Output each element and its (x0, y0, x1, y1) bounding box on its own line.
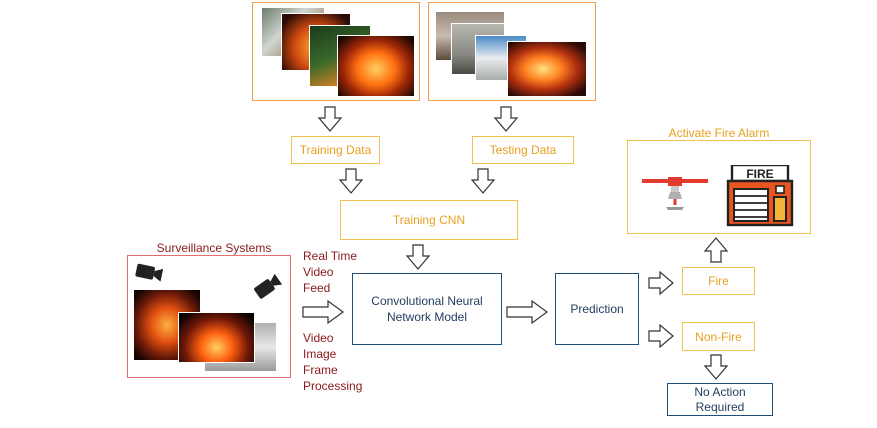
arrow-right-fire (648, 270, 674, 296)
surveillance-panel (127, 255, 291, 378)
arrow-down-testing-images (493, 106, 519, 132)
prediction-label: Prediction (570, 302, 624, 316)
training-images-panel (252, 2, 420, 101)
video-line-2: Image (303, 347, 337, 361)
arrow-down-non-fire (703, 354, 729, 380)
cnn-model-line-2: Network Model (386, 310, 468, 324)
training-data-box: Training Data (291, 136, 380, 164)
fire-station-icon: FIRE (726, 165, 794, 227)
video-line-1: Video (303, 331, 334, 345)
video-line-4: Processing (303, 379, 363, 393)
video-camera-icon (254, 274, 283, 299)
real-time-feed-text: Real Time Video Feed (303, 248, 357, 296)
no-action-box: No Action Required (667, 383, 773, 416)
no-action-line-1: No Action (694, 384, 746, 399)
training-photo-4 (337, 35, 415, 97)
non-fire-box: Non-Fire (682, 322, 755, 351)
testing-photo-4 (507, 41, 587, 97)
fire-station-sign-text: FIRE (746, 167, 773, 181)
arrow-down-training-cnn (405, 244, 431, 270)
arrow-up-fire (703, 237, 729, 263)
surveillance-title: Surveillance Systems (156, 241, 272, 255)
training-cnn-label: Training CNN (392, 213, 466, 227)
alarm-title: Activate Fire Alarm (668, 126, 770, 140)
testing-images-panel (428, 2, 596, 101)
real-time-line-1: Real Time (303, 249, 358, 263)
testing-data-label: Testing Data (489, 143, 557, 157)
alarm-panel: FIRE (627, 140, 811, 234)
cnn-model-box: Convolutional Neural Network Model (352, 273, 502, 345)
non-fire-label: Non-Fire (695, 329, 742, 344)
arrow-down-training-images (317, 106, 343, 132)
real-time-line-2: Video (303, 265, 334, 279)
arrow-right-model (506, 299, 549, 325)
arrow-down-training-data (338, 168, 364, 194)
training-data-label: Training Data (299, 143, 372, 157)
prediction-box: Prediction (555, 273, 639, 345)
arrow-right-surveillance (302, 299, 345, 325)
frame-processing-text: Video Image Frame Processing (303, 330, 362, 394)
cnn-model-line-1: Convolutional Neural (371, 294, 483, 308)
training-cnn-box: Training CNN (340, 200, 518, 240)
surveillance-photo-2 (178, 312, 255, 363)
no-action-line-2: Required (695, 399, 745, 414)
fire-label: Fire (708, 274, 729, 288)
fire-box: Fire (682, 267, 755, 295)
video-camera-icon (135, 263, 164, 282)
sprinkler-icon (642, 177, 708, 210)
real-time-line-3: Feed (303, 281, 331, 295)
arrow-down-testing-data (470, 168, 496, 194)
video-line-3: Frame (303, 363, 338, 377)
testing-data-box: Testing Data (472, 136, 574, 164)
arrow-right-non-fire (648, 323, 674, 349)
